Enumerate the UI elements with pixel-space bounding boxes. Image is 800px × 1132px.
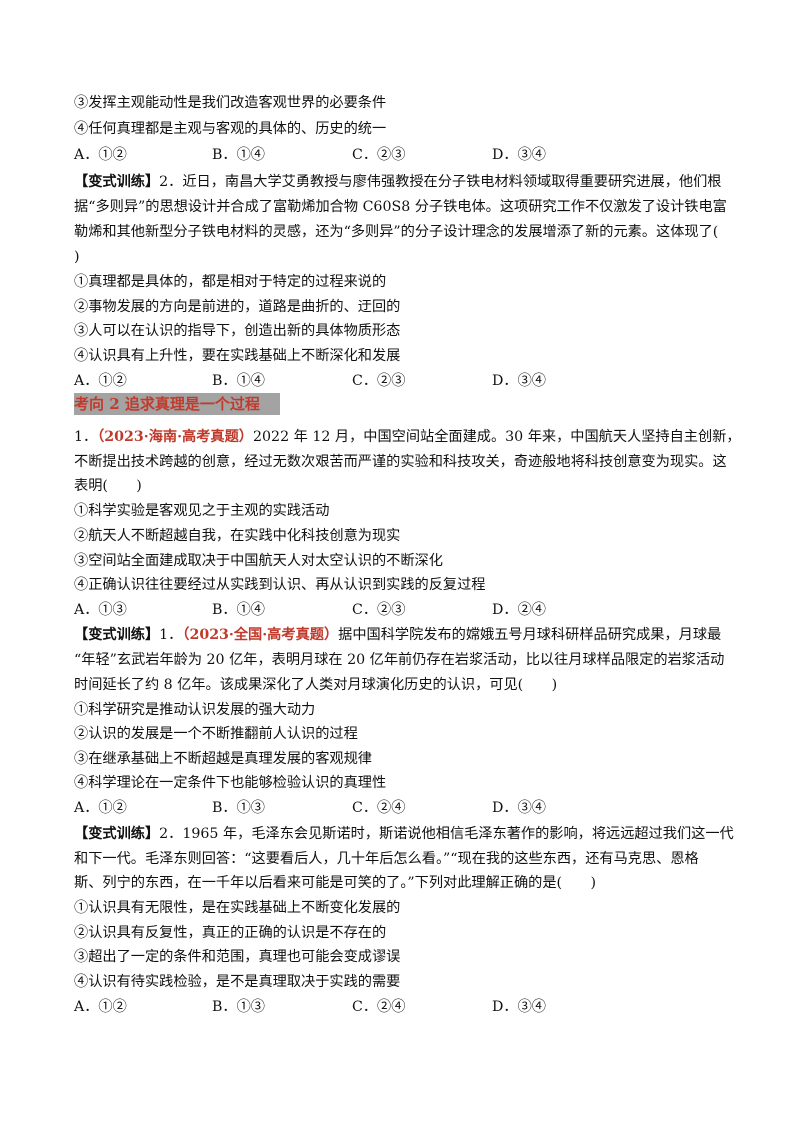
statement: ③空间站全面建成取决于中国航天人对太空认识的不断深化 xyxy=(74,553,443,569)
question-source: （2023·全国·高考真题） xyxy=(182,627,339,643)
question-text: 2．1965 年，毛泽东会见斯诺时，斯诺说他相信毛泽东著作的影响，将远远超过我们… xyxy=(159,826,734,842)
option-a[interactable]: A．①③ xyxy=(74,602,127,618)
question-line: 【变式训练】2．1965 年，毛泽东会见斯诺时，斯诺说他相信毛泽东著作的影响，将… xyxy=(74,825,734,843)
statement: ④正确认识往往要经过从实践到认识、再从认识到实践的反复过程 xyxy=(74,577,486,593)
variant-training-tag: 【变式训练】 xyxy=(74,627,160,643)
statement: ②航天人不断超越自我，在实践中化科技创意为现实 xyxy=(74,528,401,544)
question-line: 【变式训练】1．（2023·全国·高考真题）据中国科学院发布的嫦娥五号月球科研样… xyxy=(74,626,730,644)
statement: ①认识具有无限性，是在实践基础上不断变化发展的 xyxy=(74,900,401,916)
option-d[interactable]: D．③④ xyxy=(492,800,546,816)
option-c[interactable]: C．②③ xyxy=(352,373,406,389)
statement: ③超出了一定的条件和范围，真理也可能会变成谬误 xyxy=(74,949,401,965)
option-c[interactable]: C．②④ xyxy=(352,999,406,1015)
section-title: 考向 2 追求真理是一个过程 xyxy=(74,395,260,413)
option-a[interactable]: A．①② xyxy=(74,800,127,816)
option-d[interactable]: D．③④ xyxy=(492,147,546,163)
statement: ④任何真理都是主观与客观的具体的、历史的统一 xyxy=(74,121,387,137)
option-a[interactable]: A．①② xyxy=(74,373,127,389)
option-a[interactable]: A．①② xyxy=(74,147,127,163)
option-d[interactable]: D．③④ xyxy=(492,999,546,1015)
question-line: 【变式训练】2．近日，南昌大学艾勇教授与廖伟强教授在分子铁电材料领域取得重要研究… xyxy=(74,173,730,191)
option-b[interactable]: B．①④ xyxy=(212,147,265,163)
question-line: 斯、列宁的东西，在一千年以后看来可能是可笑的了。”下列对此理解正确的是( ) xyxy=(74,875,596,891)
question-line: 表明( ) xyxy=(74,478,142,494)
option-d[interactable]: D．③④ xyxy=(492,373,546,389)
option-c[interactable]: C．②③ xyxy=(352,602,406,618)
question-text: 2022 年 12 月，中国空间站全面建成。30 年来，中国航天人坚持自主创新， xyxy=(253,429,741,445)
statement: ①科学研究是推动认识发展的强大动力 xyxy=(74,702,316,718)
variant-training-tag: 【变式训练】 xyxy=(74,174,160,190)
question-source: （2023·海南·高考真题） xyxy=(97,429,253,445)
question-line: 勒烯和其他新型分子铁电材料的灵感，还为“多则异”的分子设计理念的发展增添了新的元… xyxy=(74,224,719,240)
statement: ③发挥主观能动性是我们改造客观世界的必要条件 xyxy=(74,95,387,111)
question-line: 据“多则异”的思想设计并合成了富勒烯加合物 C60S8 分子铁电体。这项研究工作… xyxy=(74,199,727,215)
question-number: 1． xyxy=(74,429,98,445)
variant-training-tag: 【变式训练】 xyxy=(74,826,160,842)
option-c[interactable]: C．②④ xyxy=(352,800,406,816)
question-line: ) xyxy=(74,249,80,265)
option-b[interactable]: B．①④ xyxy=(212,602,265,618)
statement: ④认识具有上升性，要在实践基础上不断深化和发展 xyxy=(74,348,401,364)
option-a[interactable]: A．①② xyxy=(74,999,127,1015)
question-line: 不断提出技术跨越的创意，经过无数次艰苦而严谨的实验和科技攻关，奇迹般地将科技创意… xyxy=(74,454,727,470)
option-b[interactable]: B．①④ xyxy=(212,373,265,389)
option-c[interactable]: C．②③ xyxy=(352,147,406,163)
option-b[interactable]: B．①③ xyxy=(212,800,265,816)
question-text: 2．近日，南昌大学艾勇教授与廖伟强教授在分子铁电材料领域取得重要研究进展，他们根 xyxy=(159,174,722,190)
option-b[interactable]: B．①③ xyxy=(212,999,265,1015)
question-text: 据中国科学院发布的嫦娥五号月球科研样品研究成果，月球最 xyxy=(338,627,722,643)
statement: ①真理都是具体的，都是相对于特定的过程来说的 xyxy=(74,274,387,290)
question-line: 1．（2023·海南·高考真题）2022 年 12 月，中国空间站全面建成。30… xyxy=(74,428,741,446)
statement: ③在继承基础上不断超越是真理发展的客观规律 xyxy=(74,751,372,767)
statement: ①科学实验是客观见之于主观的实践活动 xyxy=(74,503,330,519)
statement: ②事物发展的方向是前进的，道路是曲折的、迂回的 xyxy=(74,299,401,315)
option-d[interactable]: D．②④ xyxy=(492,602,546,618)
question-line: “年轻”玄武岩年龄为 20 亿年，表明月球在 20 亿年前仍存在岩浆活动，比以往… xyxy=(74,652,725,668)
question-line: 和下一代。毛泽东则回答：“这要看后人，几十年后怎么看。”“现在我的这些东西，还有… xyxy=(74,851,699,867)
statement: ②认识具有反复性，真正的正确的认识是不存在的 xyxy=(74,925,387,941)
question-number: 1． xyxy=(159,627,183,643)
statement: ③人可以在认识的指导下，创造出新的具体物质形态 xyxy=(74,323,401,339)
question-line: 时间延长了约 8 亿年。该成果深化了人类对月球演化历史的认识，可见( ) xyxy=(74,677,558,693)
statement: ④科学理论在一定条件下也能够检验认识的真理性 xyxy=(74,775,387,791)
statement: ②认识的发展是一个不断推翻前人认识的过程 xyxy=(74,726,358,742)
statement: ④认识有待实践检验，是不是真理取决于实践的需要 xyxy=(74,974,401,990)
section-heading: 考向 2 追求真理是一个过程 xyxy=(74,393,280,415)
